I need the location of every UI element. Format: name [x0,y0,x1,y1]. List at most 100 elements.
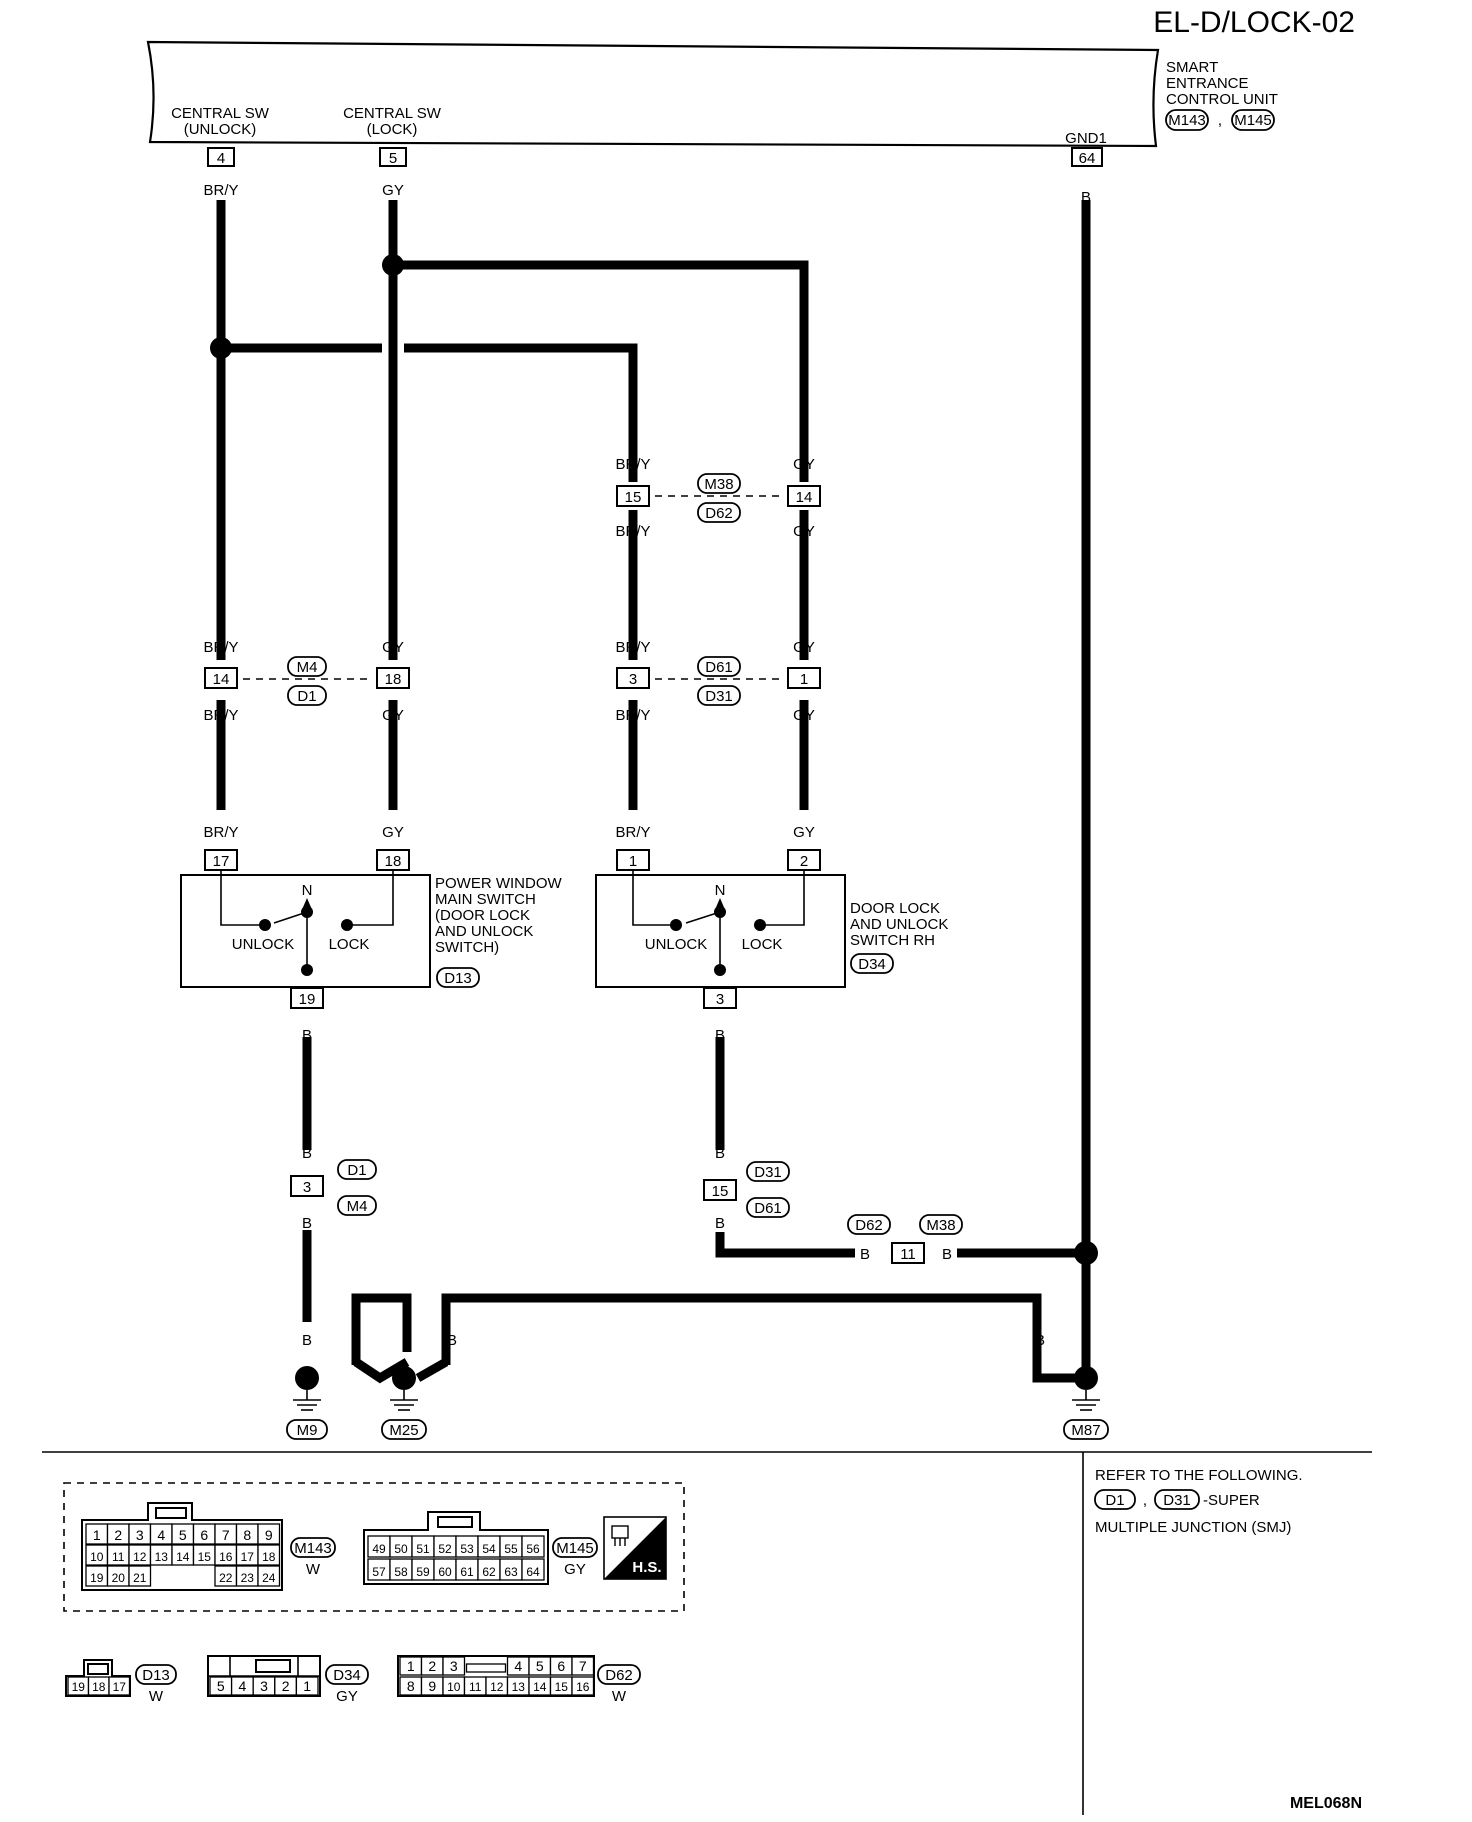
svg-text:CONTROL UNIT: CONTROL UNIT [1166,91,1278,108]
pin-number: 14 [533,1680,547,1694]
svg-text:W: W [612,1688,627,1705]
svg-text:M4: M4 [297,659,318,676]
connector-key-slot [465,1663,507,1673]
svg-text:GY: GY [336,1688,358,1705]
pin-cell [571,1656,595,1676]
svg-text:B: B [860,1246,870,1263]
svg-text:D62: D62 [855,1217,883,1234]
svg-text:M38: M38 [704,476,733,493]
pin-number: 3 [136,1527,144,1543]
svg-text:D62: D62 [605,1667,633,1684]
pin-number: 18 [262,1550,276,1564]
pin-number: 2 [282,1678,290,1694]
inline-connector-d61-d31: 3 1 D61 D31 [616,656,821,706]
svg-text:SWITCH RH: SWITCH RH [850,932,935,949]
unit-pins: 4 5 64 [207,147,1103,167]
svg-text:SMART: SMART [1166,59,1218,76]
svg-text:POWER WINDOW: POWER WINDOW [435,875,562,892]
pin-number: 5 [217,1678,225,1694]
pin-number: 2 [114,1527,122,1543]
svg-text:,: , [1143,1492,1147,1509]
svg-text:14: 14 [796,489,813,506]
svg-text:M4: M4 [347,1198,368,1215]
svg-text:M145: M145 [1234,112,1272,129]
svg-text:D31: D31 [754,1164,782,1181]
pin-number: 57 [372,1565,386,1579]
svg-text:D1: D1 [297,688,316,705]
inline-connector-m4-d1: 14 18 M4 D1 [204,656,410,706]
pin-number: 15 [198,1550,212,1564]
pin-number: 55 [504,1542,518,1556]
pin-number: 1 [93,1527,101,1543]
pin-number: 59 [416,1565,430,1579]
svg-text:64: 64 [1079,150,1096,167]
svg-text:BR/Y: BR/Y [203,824,238,841]
pin-number: 23 [241,1571,255,1585]
svg-text:D62: D62 [705,505,733,522]
pin-number: 17 [113,1680,127,1694]
pin-number: 53 [460,1542,474,1556]
pin-number: 1 [407,1658,415,1674]
svg-text:GND1: GND1 [1065,130,1107,147]
pin-number: 10 [447,1680,461,1694]
svg-text:D34: D34 [858,956,886,973]
pin-number: 62 [482,1565,496,1579]
control-unit-body [146,40,1160,148]
svg-text:B: B [715,1027,725,1044]
svg-text:B: B [942,1246,952,1263]
pin-number: 13 [512,1680,526,1694]
svg-text:3: 3 [716,991,724,1008]
connector-views-frame [63,1482,685,1612]
svg-text:LOCK: LOCK [329,936,370,953]
pin-cell [128,1565,152,1587]
pin-number: 4 [239,1678,247,1694]
pin-cell [257,1523,281,1545]
svg-text:14: 14 [213,671,230,688]
pin-number: 9 [428,1678,436,1694]
pin-number: 56 [526,1542,540,1556]
wire-color-labels: BR/Y GY B BR/Y GY BR/Y GY BR/Y GY BR/Y G… [203,182,1091,1349]
power-window-main-switch: 17 18 N UNLOCK LOCK 19 POWER WINDOW MAIN… [180,849,562,1009]
svg-text:15: 15 [625,489,642,506]
svg-text:MAIN SWITCH: MAIN SWITCH [435,891,536,908]
svg-text:BR/Y: BR/Y [203,707,238,724]
svg-text:D31: D31 [705,688,733,705]
svg-text:AND UNLOCK: AND UNLOCK [435,923,533,940]
pin-number: 22 [219,1571,233,1585]
svg-text:W: W [149,1688,164,1705]
pin-number: 16 [219,1550,233,1564]
svg-text:4: 4 [217,150,225,167]
pin-number: 3 [450,1658,458,1674]
svg-text:B: B [351,1332,361,1349]
pin-number: 19 [90,1571,104,1585]
svg-text:MULTIPLE JUNCTION (SMJ): MULTIPLE JUNCTION (SMJ) [1095,1519,1291,1536]
svg-text:(LOCK): (LOCK) [367,121,418,138]
svg-text:W: W [306,1561,321,1578]
svg-text:1: 1 [800,671,808,688]
pin-number: 10 [90,1550,104,1564]
svg-text:B: B [1035,1332,1045,1349]
svg-text:GY: GY [793,824,815,841]
svg-text:UNLOCK: UNLOCK [645,936,708,953]
svg-text:DOOR LOCK: DOOR LOCK [850,900,940,917]
pin-number: 4 [157,1527,165,1543]
svg-text:M9: M9 [297,1422,318,1439]
svg-text:GY: GY [382,824,404,841]
svg-text:GY: GY [793,523,815,540]
pin-number: 4 [514,1658,522,1674]
pin-number: 9 [265,1527,273,1543]
pin-number: 6 [557,1658,565,1674]
pin-number: 8 [407,1678,415,1694]
pin-number: 51 [416,1542,430,1556]
pin-number: 21 [133,1571,147,1585]
pin-cell [257,1565,281,1587]
svg-text:(DOOR LOCK: (DOOR LOCK [435,907,530,924]
pin-cell [257,1544,281,1566]
svg-text:B: B [715,1145,725,1162]
svg-text:1: 1 [629,853,637,870]
pin-number: 64 [526,1565,540,1579]
pin-number: 2 [428,1658,436,1674]
